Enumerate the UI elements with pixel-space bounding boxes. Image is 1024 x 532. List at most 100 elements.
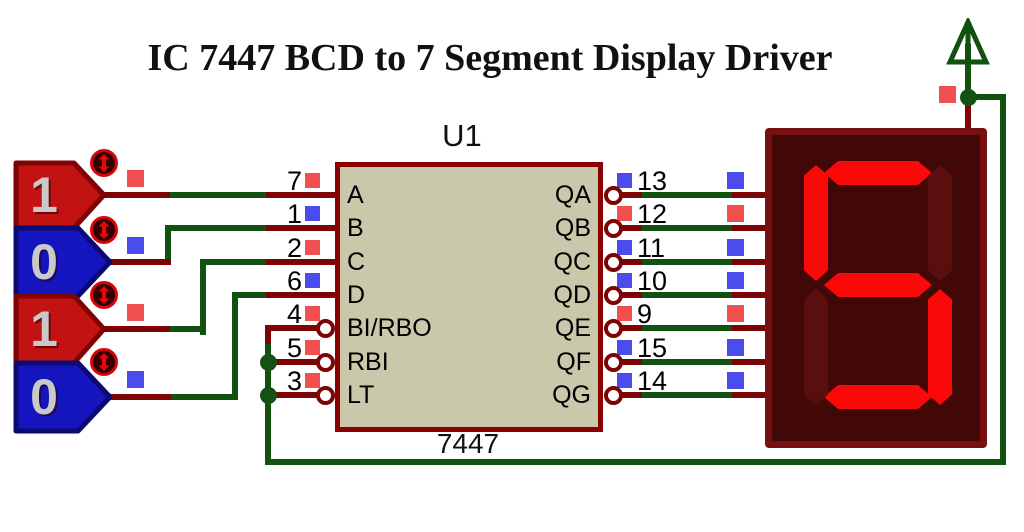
pin-number: 14 bbox=[637, 366, 668, 396]
state-indicator bbox=[939, 86, 956, 103]
ic-pin-label: QF bbox=[556, 348, 591, 376]
pin-number: 12 bbox=[637, 199, 668, 229]
state-indicator bbox=[727, 239, 744, 256]
pin-number: 4 bbox=[286, 299, 302, 329]
state-indicator bbox=[305, 373, 320, 388]
pin-number: 10 bbox=[637, 266, 668, 296]
segment-b bbox=[928, 165, 952, 281]
state-indicator bbox=[305, 240, 320, 255]
wire-segment bbox=[622, 292, 644, 298]
pin-number: 11 bbox=[637, 233, 666, 263]
inverter-bubble bbox=[604, 319, 623, 338]
page-title: IC 7447 BCD to 7 Segment Display Driver bbox=[147, 37, 833, 79]
wire-segment bbox=[200, 259, 206, 335]
state-indicator bbox=[305, 340, 320, 355]
pin-number: 9 bbox=[637, 299, 653, 329]
segment-c bbox=[928, 289, 952, 405]
wire-segment bbox=[732, 192, 768, 198]
state-indicator bbox=[617, 206, 632, 221]
wire-segment bbox=[732, 359, 768, 365]
toggle-input-button[interactable] bbox=[90, 149, 118, 177]
inverter-bubble bbox=[604, 253, 623, 272]
segment-f bbox=[804, 165, 828, 281]
wire-segment bbox=[268, 392, 318, 398]
wire-segment bbox=[732, 259, 768, 265]
state-indicator bbox=[305, 173, 320, 188]
logic-input-symbol[interactable] bbox=[13, 160, 107, 231]
inverter-bubble bbox=[604, 286, 623, 305]
wire-segment bbox=[732, 392, 768, 398]
state-indicator bbox=[727, 272, 744, 289]
ic-7447-body bbox=[335, 162, 603, 432]
wire-segment bbox=[266, 225, 335, 231]
ic-designator: U1 bbox=[442, 118, 482, 153]
ic-pin-label: A bbox=[347, 181, 364, 209]
wire-segment bbox=[732, 325, 768, 331]
state-indicator bbox=[727, 205, 744, 222]
state-indicator bbox=[617, 306, 632, 321]
ic-pin-label: LT bbox=[347, 381, 375, 409]
wire-segment bbox=[266, 292, 335, 298]
ic-pin-label: C bbox=[347, 248, 366, 276]
wire-segment bbox=[642, 192, 734, 198]
toggle-input-button[interactable] bbox=[90, 216, 118, 244]
inverter-bubble bbox=[604, 219, 623, 238]
ic-pin-label: QA bbox=[554, 181, 591, 209]
wire-segment bbox=[642, 292, 734, 298]
state-indicator bbox=[305, 273, 320, 288]
wire-segment bbox=[732, 292, 768, 298]
wire-segment bbox=[642, 392, 734, 398]
state-indicator bbox=[727, 372, 744, 389]
state-indicator bbox=[305, 306, 320, 321]
inverter-bubble bbox=[316, 319, 335, 338]
wire-segment bbox=[171, 394, 238, 400]
wire-segment bbox=[965, 97, 971, 135]
state-indicator bbox=[727, 172, 744, 189]
wire-segment bbox=[642, 259, 734, 265]
pin-number: 1 bbox=[286, 199, 302, 229]
logic-input-value: 0 bbox=[30, 369, 58, 425]
junction-dot bbox=[260, 354, 277, 371]
toggle-input-button[interactable] bbox=[90, 348, 118, 376]
segment-d bbox=[824, 385, 932, 409]
state-indicator bbox=[727, 305, 744, 322]
wire-segment bbox=[622, 359, 644, 365]
up-down-arrow-icon bbox=[98, 154, 110, 172]
junction-dot bbox=[960, 89, 977, 106]
pin-number: 7 bbox=[286, 166, 302, 196]
wire-segment bbox=[622, 225, 644, 231]
logic-input-value: 0 bbox=[30, 234, 58, 290]
state-indicator bbox=[617, 240, 632, 255]
toggle-input-button[interactable] bbox=[90, 281, 118, 309]
power-terminal-icon bbox=[946, 18, 990, 72]
ic-pin-label: RBI bbox=[347, 348, 389, 376]
wire-segment bbox=[110, 394, 173, 400]
ic-pin-label: B bbox=[347, 214, 364, 242]
inverter-bubble bbox=[316, 353, 335, 372]
wire-segment bbox=[265, 459, 1006, 465]
state-indicator bbox=[617, 173, 632, 188]
logic-input-symbol[interactable] bbox=[13, 360, 113, 434]
wire-segment bbox=[165, 225, 171, 265]
wire-segment bbox=[1000, 94, 1006, 465]
wire-segment bbox=[622, 259, 644, 265]
wire-segment bbox=[203, 259, 268, 265]
wire-segment bbox=[170, 192, 268, 198]
wire-segment bbox=[642, 325, 734, 331]
logic-input-value: 1 bbox=[30, 167, 58, 223]
wire-segment bbox=[268, 359, 318, 365]
ic-pin-label: D bbox=[347, 281, 366, 309]
wire-segment bbox=[266, 192, 335, 198]
wire-segment bbox=[170, 326, 206, 332]
pin-number: 15 bbox=[637, 333, 668, 363]
inverter-bubble bbox=[604, 386, 623, 405]
inverter-bubble bbox=[604, 186, 623, 205]
wire-segment bbox=[265, 325, 271, 347]
wire-segment bbox=[232, 292, 238, 400]
state-indicator bbox=[127, 304, 144, 321]
junction-dot bbox=[260, 387, 277, 404]
wire-segment bbox=[622, 192, 644, 198]
logic-input-symbol[interactable] bbox=[13, 225, 113, 299]
logic-input-symbol[interactable] bbox=[13, 293, 107, 366]
